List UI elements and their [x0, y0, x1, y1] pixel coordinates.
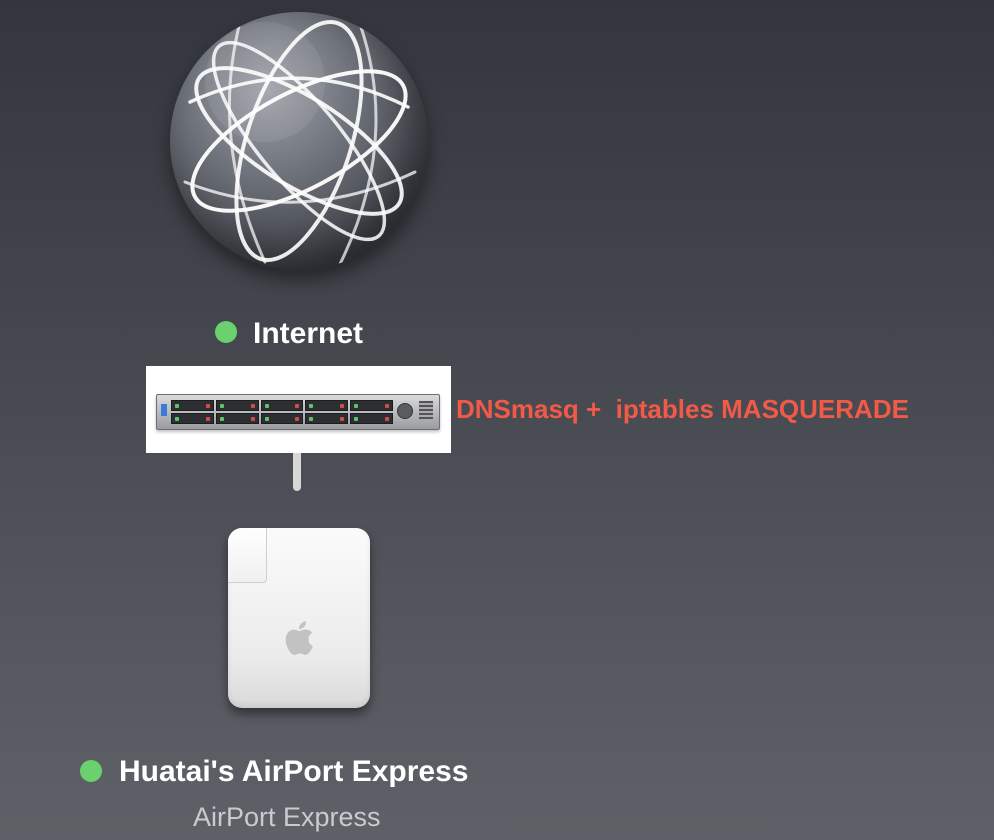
drive-bay	[305, 413, 349, 424]
airport-status-dot	[80, 760, 102, 782]
server-vent	[419, 401, 433, 421]
airport-express-device-icon[interactable]	[228, 528, 370, 708]
drive-bay	[305, 400, 349, 411]
internet-label[interactable]: Internet	[253, 317, 364, 350]
drive-bay	[215, 413, 259, 424]
server-annotation: DNSmasq + iptables MASQUERADE	[456, 394, 909, 424]
server-pull-tab	[161, 404, 167, 416]
drive-bay	[260, 400, 304, 411]
drive-bay	[171, 400, 214, 411]
airport-name-label[interactable]: Huatai's AirPort Express	[119, 755, 469, 788]
internet-globe-icon[interactable]	[170, 12, 428, 270]
drive-bay	[350, 400, 393, 411]
apple-logo-icon	[285, 621, 313, 655]
connection-line	[293, 453, 301, 491]
drive-bay	[215, 400, 259, 411]
airport-model-label: AirPort Express	[193, 802, 381, 832]
drive-bay	[350, 413, 393, 424]
server-logo-icon	[397, 403, 413, 419]
rack-server-icon	[156, 394, 440, 430]
drive-bay	[171, 413, 214, 424]
drive-bays	[171, 400, 393, 424]
drive-bay	[260, 413, 304, 424]
power-plug-panel	[228, 528, 267, 583]
internet-status-dot	[215, 321, 237, 343]
server-image	[146, 366, 451, 453]
